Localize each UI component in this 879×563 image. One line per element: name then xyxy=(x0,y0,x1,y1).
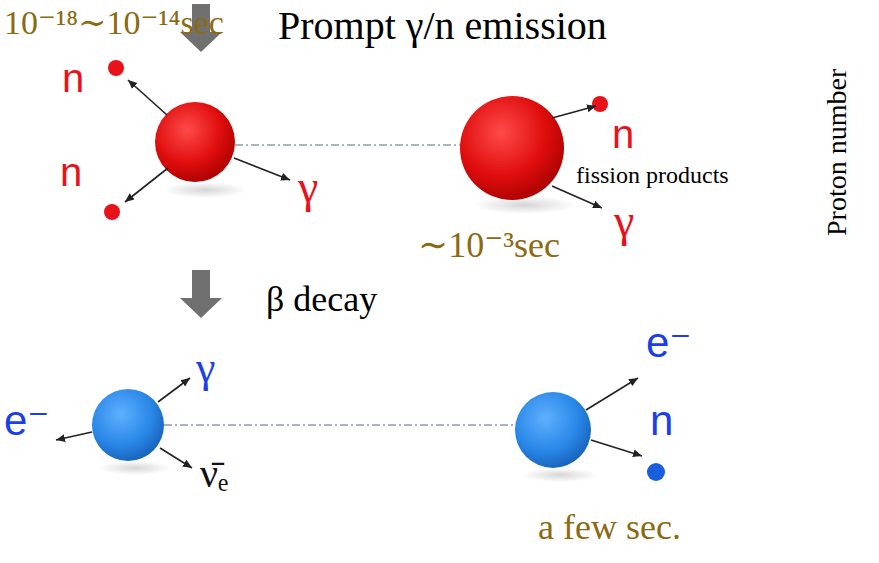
neutron-dot xyxy=(592,96,608,112)
time-label: a few sec. xyxy=(538,508,681,548)
particle-label: n xyxy=(62,56,84,100)
beta-nucleus xyxy=(515,392,591,468)
stage-title: Prompt γ/n emission xyxy=(278,4,607,48)
particle-label: γ xyxy=(614,196,634,247)
neutron-dot xyxy=(647,463,665,481)
axis-label: Proton number xyxy=(822,69,853,236)
particle-label: γ xyxy=(196,344,215,392)
particle-label: n xyxy=(60,150,82,194)
neutron-dot xyxy=(104,204,120,220)
fission-fragment xyxy=(460,96,564,200)
fission-products-label: fission products xyxy=(572,160,733,190)
dashed-link xyxy=(164,145,515,425)
neutron-dot xyxy=(108,60,124,76)
particle-label: e⁻ xyxy=(646,320,692,366)
time-label: ∼10⁻³sec xyxy=(418,226,560,266)
particle-label: n xyxy=(612,112,634,156)
time-label: 10⁻¹⁸∼10⁻¹⁴sec xyxy=(4,4,224,41)
particle-label: n xyxy=(650,398,673,444)
stage-title: β decay xyxy=(266,280,377,320)
beta-nucleus xyxy=(92,389,164,461)
particle-label: ν̄ₑ xyxy=(200,452,228,496)
particle-label: γ xyxy=(298,162,318,213)
emission-arrow xyxy=(56,80,642,468)
particle-label: e⁻ xyxy=(4,398,50,444)
